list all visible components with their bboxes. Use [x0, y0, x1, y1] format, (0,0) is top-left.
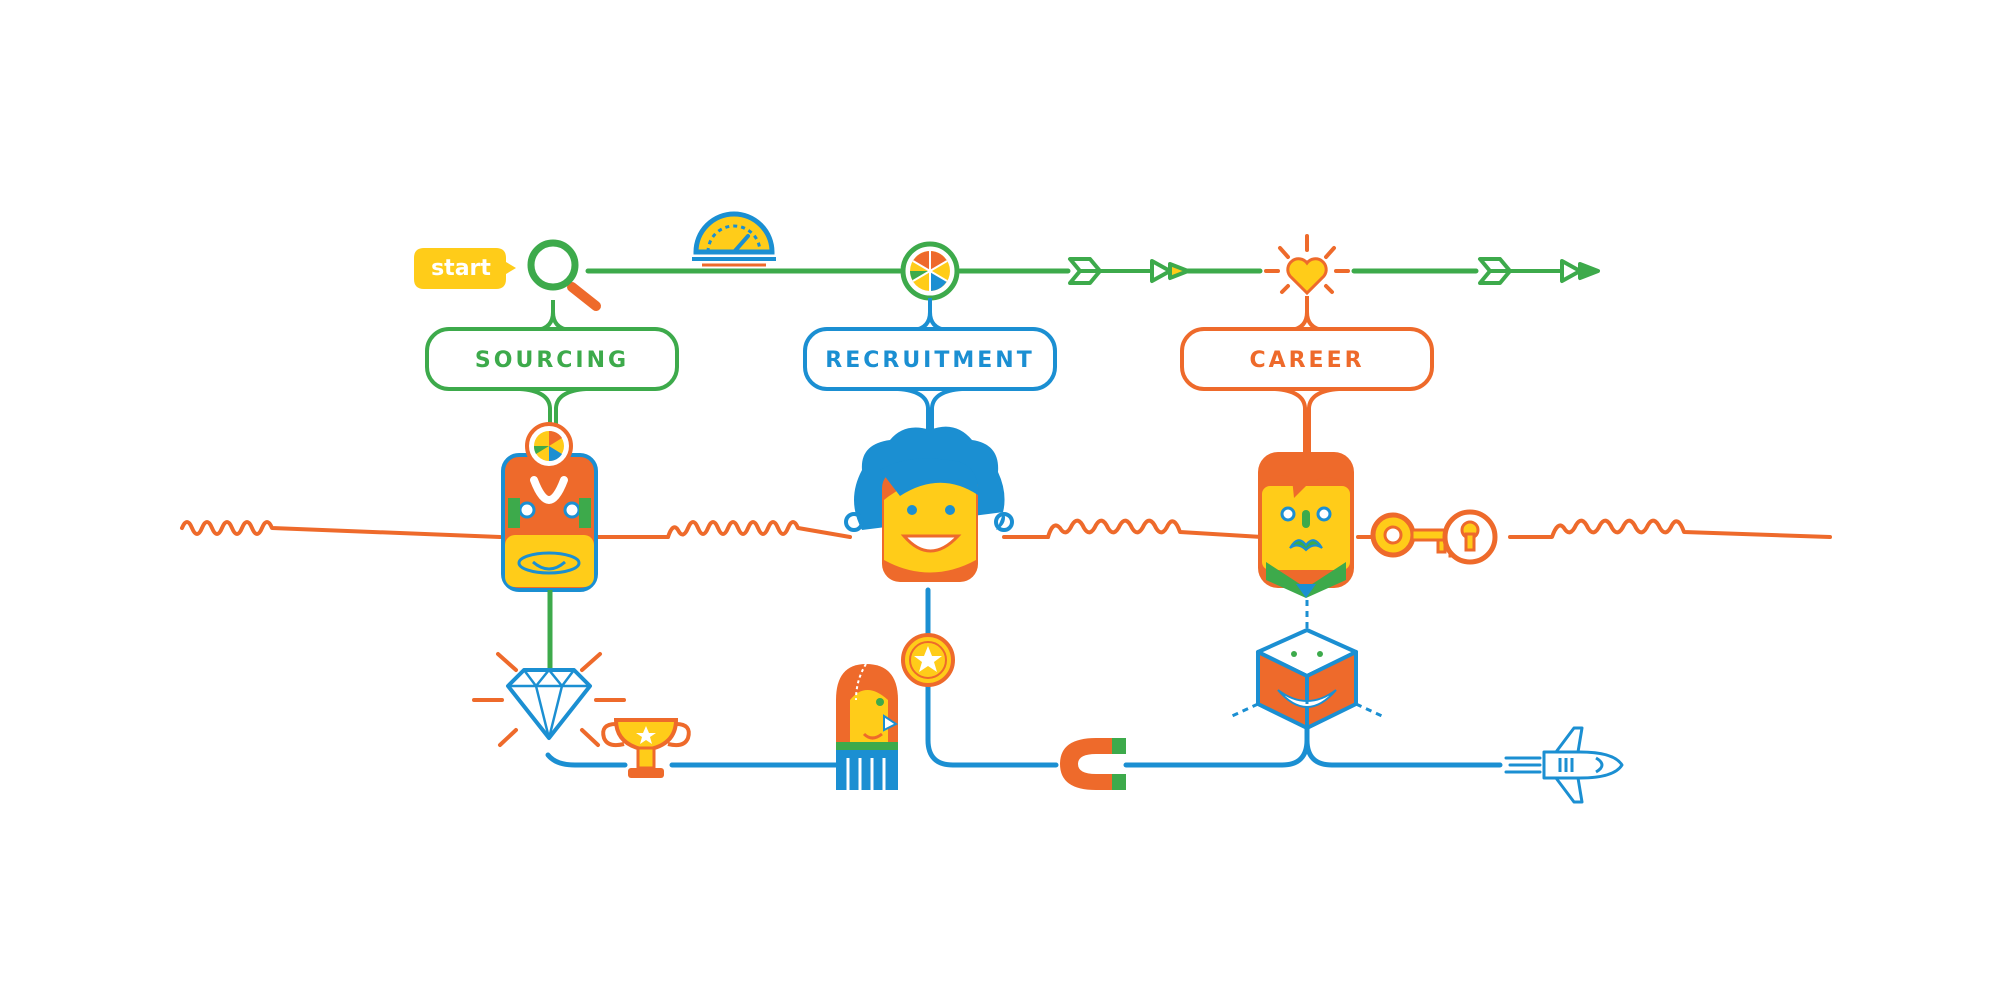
career-connector-top: [1282, 296, 1332, 332]
recruitment-box: [803, 327, 1057, 391]
recruitment-label: RECRUITMENT: [825, 348, 1034, 373]
start-tag: start: [414, 248, 516, 289]
keyhole-icon: [1442, 509, 1498, 565]
magnet-icon: [1060, 738, 1126, 790]
arrow-icon: [1478, 257, 1600, 285]
mustache-character-icon: [1258, 452, 1354, 598]
trophy-icon: [601, 718, 691, 778]
speedometer-icon: [692, 211, 776, 267]
stage-career: CAREER: [1180, 327, 1434, 391]
sourcing-connector-top: [528, 300, 578, 332]
career-box: [1180, 327, 1434, 391]
stage-sourcing: SOURCING: [425, 327, 679, 391]
recruitment-connector-top: [905, 298, 955, 332]
bottom-flow-line: [545, 587, 1503, 768]
cylinder-character-icon: [501, 422, 598, 592]
curly-hair-character-icon: [844, 426, 1014, 582]
pie-wheel-icon: [900, 241, 960, 301]
diamond-icon: [472, 652, 626, 747]
hooded-character-icon: [836, 663, 898, 790]
cube-character-icon: [1231, 600, 1383, 730]
stage-recruitment: RECRUITMENT: [803, 327, 1057, 391]
sourcing-box: [425, 327, 679, 391]
start-label: start: [431, 256, 491, 281]
sourcing-label: SOURCING: [475, 348, 629, 373]
star-coin-icon: [901, 633, 955, 687]
career-label: CAREER: [1249, 348, 1364, 373]
magnifier-icon: [527, 239, 601, 311]
arrow-icon: [1068, 257, 1190, 285]
heart-icon: [1264, 234, 1350, 296]
middle-flow-line: [180, 518, 1832, 539]
career-connector-bottom: [1274, 387, 1340, 452]
rocket-icon: [1504, 726, 1624, 804]
